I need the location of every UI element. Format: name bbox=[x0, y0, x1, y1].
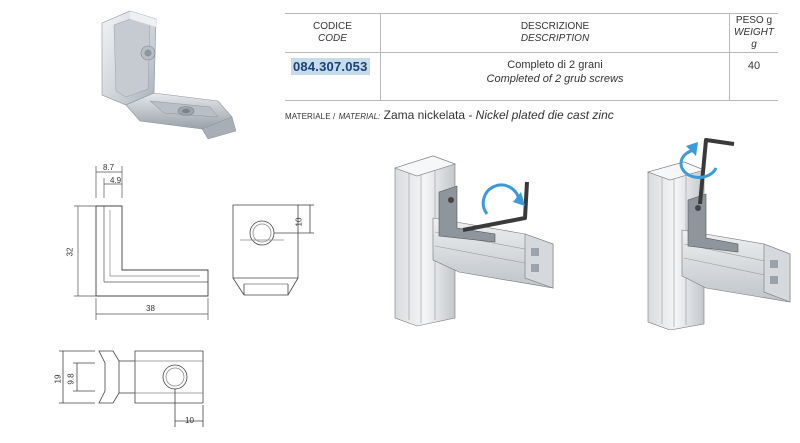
header-description-it: DESCRIZIONE bbox=[520, 21, 590, 32]
assembly-illustration-2 bbox=[647, 138, 791, 330]
dim-inner-bottom-view: 9.8 bbox=[66, 373, 76, 385]
product-render-image bbox=[101, 10, 237, 140]
header-code-it: CODICE bbox=[313, 21, 352, 32]
code-cell: 084.307.053 bbox=[285, 52, 381, 101]
weight-value: 40 bbox=[747, 60, 761, 72]
description-en: Completed of 2 grub screws bbox=[486, 73, 624, 85]
bottom-view-drawing bbox=[59, 350, 204, 427]
header-description: DESCRIZIONE DESCRIPTION bbox=[380, 13, 730, 53]
material-line: MATERIALE / MATERIAL: Zama nickelata - N… bbox=[285, 108, 614, 122]
dim-length-bottom: 38 bbox=[146, 304, 155, 313]
dim-height-bottom-view: 19 bbox=[53, 374, 63, 384]
product-code[interactable]: 084.307.053 bbox=[291, 58, 370, 75]
material-value-it: Zama nickelata - bbox=[383, 108, 473, 122]
front-view-drawing bbox=[232, 204, 314, 296]
dim-hole-offset-front: 10 bbox=[294, 217, 304, 227]
spec-table-header: CODICE CODE DESCRIZIONE DESCRIPTION PESO… bbox=[285, 13, 778, 53]
assembly-illustration-1 bbox=[394, 155, 554, 327]
weight-cell: 40 bbox=[729, 52, 778, 101]
header-description-en: DESCRIPTION bbox=[520, 33, 590, 44]
header-weight-it: PESO g bbox=[735, 15, 773, 26]
material-label-en: MATERIAL: bbox=[338, 112, 381, 121]
table-row: 084.307.053 Completo di 2 grani Complete… bbox=[285, 52, 778, 101]
side-view-drawing bbox=[74, 166, 209, 320]
description-cell: Completo di 2 grani Completed of 2 grub … bbox=[380, 52, 730, 101]
description-it: Completo di 2 grani bbox=[507, 59, 603, 71]
material-label-it: MATERIALE / bbox=[285, 112, 336, 121]
header-weight-en: WEIGHT g bbox=[734, 27, 774, 50]
dim-height-side: 32 bbox=[65, 247, 75, 257]
header-code-en: CODE bbox=[318, 33, 347, 44]
header-weight: PESO g WEIGHT g bbox=[729, 13, 778, 53]
dim-width-top: 8.7 bbox=[103, 163, 115, 172]
header-code: CODICE CODE bbox=[285, 13, 381, 53]
dim-width-inner: 4.9 bbox=[110, 176, 122, 185]
dim-hole-offset-bottom: 10 bbox=[185, 416, 194, 425]
spec-table: CODICE CODE DESCRIZIONE DESCRIPTION PESO… bbox=[285, 13, 778, 101]
material-value-en: Nickel plated die cast zinc bbox=[475, 108, 614, 122]
